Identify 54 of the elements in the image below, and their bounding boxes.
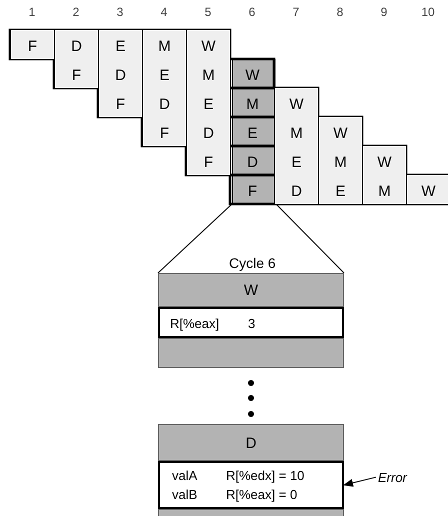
stage-cell: D xyxy=(54,30,98,59)
stage-cell: D xyxy=(186,117,230,146)
stage-cell: W xyxy=(406,175,448,204)
error-note: Error xyxy=(378,470,418,488)
stage-cell: M xyxy=(318,146,362,175)
connector-line xyxy=(158,204,232,274)
field-name: valA xyxy=(172,468,198,483)
stage-box xyxy=(158,424,344,461)
field-name: valB xyxy=(172,487,198,502)
cycle-number: 9 xyxy=(380,5,388,19)
stage-cell: M xyxy=(362,175,406,204)
register-box xyxy=(158,307,344,338)
cycle-number: 6 xyxy=(248,5,256,19)
stage-cell: M xyxy=(142,30,186,59)
stage-band xyxy=(158,338,344,368)
stage-cell: F xyxy=(54,59,98,88)
stage-letter: W xyxy=(242,282,260,299)
stage-cell: E xyxy=(142,59,186,88)
cycle-heading: Cycle 6 xyxy=(229,255,276,271)
register-name: R[%eax] xyxy=(170,316,220,331)
cycle-number: 5 xyxy=(204,5,212,19)
cycle-number: 2 xyxy=(72,5,80,19)
stage-cell: F xyxy=(142,117,186,146)
stage-cell: M xyxy=(274,117,318,146)
stage-cell: W xyxy=(274,88,318,117)
stage-cell: E xyxy=(98,30,142,59)
cycle-number: 4 xyxy=(160,5,168,19)
stage-cell: E xyxy=(274,146,318,175)
stage-band xyxy=(158,509,344,516)
stage-cell: F xyxy=(10,30,54,59)
cycle-number: 8 xyxy=(336,5,344,19)
stage-cell: F xyxy=(186,146,230,175)
cycle-number: 1 xyxy=(28,5,36,19)
stage-cell: M xyxy=(186,59,230,88)
stage-box xyxy=(158,273,344,307)
cycle-number: 10 xyxy=(420,5,436,19)
cycle-number: 7 xyxy=(292,5,300,19)
stage-letter: D xyxy=(244,434,258,452)
stage-cell: W xyxy=(318,117,362,146)
stage-cell: E xyxy=(318,175,362,204)
leader-line xyxy=(343,476,376,487)
stage-cell: W xyxy=(362,146,406,175)
stage-cell: D xyxy=(274,175,318,204)
stage-cell: D xyxy=(142,88,186,117)
stage-cell: F xyxy=(98,88,142,117)
connector-line xyxy=(276,204,344,274)
register-value: R[%eax] = 0 xyxy=(226,487,298,502)
stage-cell: D xyxy=(98,59,142,88)
cycle-number: 3 xyxy=(116,5,124,19)
stage-cell: E xyxy=(186,88,230,117)
register-value: 3 xyxy=(248,316,256,331)
register-value: R[%edx] = 10 xyxy=(226,468,304,483)
register-box xyxy=(158,461,344,509)
stage-cell: W xyxy=(186,30,230,59)
